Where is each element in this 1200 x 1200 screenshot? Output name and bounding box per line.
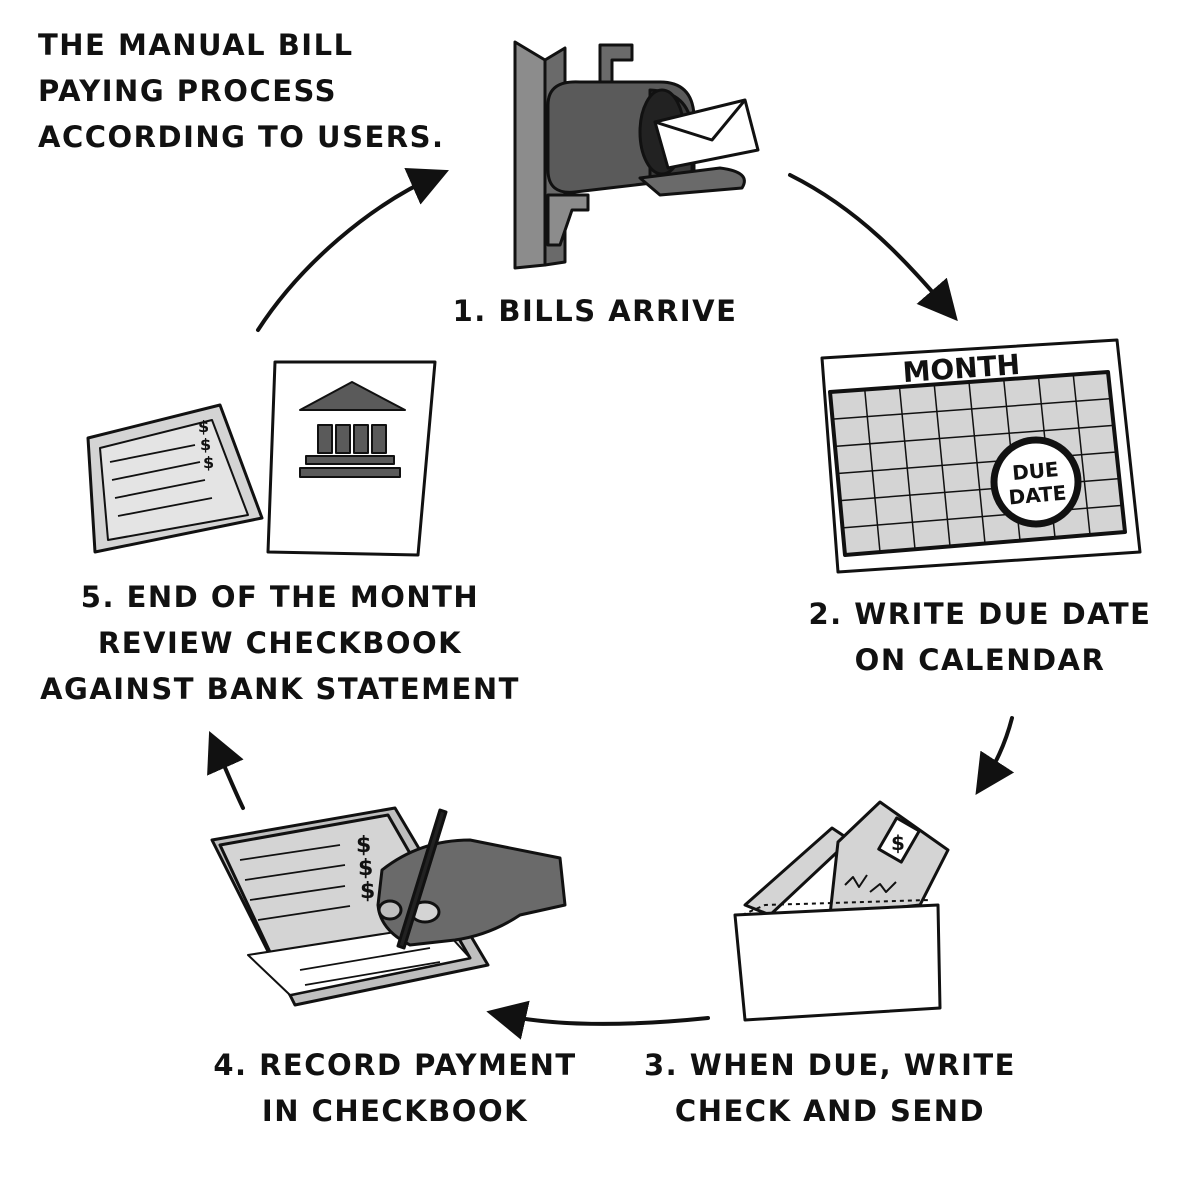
step-4-label: 4. RECORD PAYMENT IN CHECKBOOK (210, 1042, 580, 1134)
arrow-2-to-3 (975, 716, 1015, 796)
calendar-grid-line (842, 504, 1123, 529)
dollar-sign-icon: $ (198, 417, 209, 436)
arrow-3-to-4 (486, 1000, 710, 1040)
dollar-sign-icon: $ (360, 879, 375, 904)
step-3-line-2: CHECK AND SEND (674, 1094, 986, 1128)
dollar-sign-icon: $ (358, 856, 373, 881)
envelope-with-check-icon: $ (733, 800, 950, 1022)
cycle-arrows (207, 168, 1015, 1040)
step-5-line-1: 5. END OF THE MONTH (80, 580, 480, 614)
diagram-title: THE MANUAL BILL PAYING PROCESS ACCORDING… (38, 22, 445, 160)
step-5-line-3: AGAINST BANK STATEMENT (40, 672, 520, 706)
due-date-circle (990, 436, 1082, 528)
step-2-label: 2. WRITE DUE DATE ON CALENDAR (800, 591, 1160, 683)
calendar-grid-line (834, 424, 1114, 448)
checkbook-lines (239, 844, 441, 986)
title-line-2: PAYING PROCESS (38, 74, 338, 108)
step-2-line-1: 2. WRITE DUE DATE (808, 597, 1152, 631)
arrow-5-to-1 (256, 168, 449, 332)
step-1-label: 1. BILLS ARRIVE (420, 288, 770, 334)
dollar-sign-icon: $ (200, 435, 211, 454)
mailbox-with-envelope-icon (513, 40, 760, 270)
step-1-line-1: 1. BILLS ARRIVE (452, 294, 738, 328)
step-3-label: 3. WHEN DUE, WRITE CHECK AND SEND (640, 1042, 1020, 1134)
calendar-grid-line (832, 397, 1111, 420)
step-4-line-1: 4. RECORD PAYMENT (213, 1048, 577, 1082)
step-5-label: 5. END OF THE MONTH REVIEW CHECKBOOK AGA… (40, 574, 520, 712)
step-5-line-2: REVIEW CHECKBOOK (97, 626, 463, 660)
arrow-4-to-5 (207, 731, 245, 810)
calendar-icon: MONTH DUE DATE (820, 338, 1142, 574)
calendar-month-header: MONTH (902, 348, 1022, 389)
dollar-sign-icon: $ (891, 831, 905, 855)
due-date-line-2: DATE (1008, 481, 1068, 510)
arrow-1-to-2 (788, 173, 958, 322)
dollar-sign-icon: $ (203, 453, 214, 472)
due-date-line-1: DUE (1011, 457, 1059, 485)
step-2-line-2: ON CALENDAR (854, 643, 1106, 677)
dollar-sign-icon: $ (356, 833, 371, 858)
step-4-line-2: IN CHECKBOOK (261, 1094, 529, 1128)
title-line-1: THE MANUAL BILL (38, 28, 354, 62)
title-line-3: ACCORDING TO USERS. (38, 120, 445, 154)
step-3-line-1: 3. WHEN DUE, WRITE (644, 1048, 1016, 1082)
checkbook-and-bank-statement-icon: $ $ $ (86, 360, 437, 557)
bank-building-icon (299, 381, 406, 478)
hand-writing-in-checkbook-icon: $ $ $ (210, 806, 567, 1007)
